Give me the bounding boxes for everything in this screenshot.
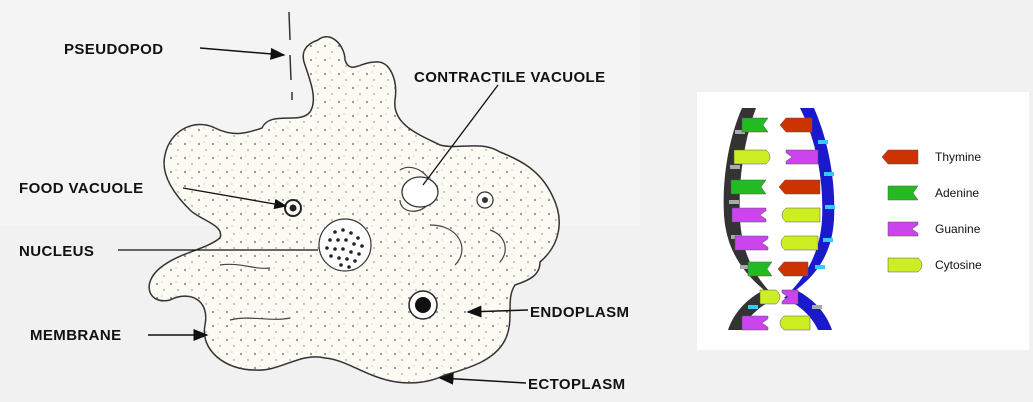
label-endoplasm: ENDOPLASM (530, 304, 629, 321)
dna-base-cytosine (782, 208, 820, 222)
label-membrane: MEMBRANE (30, 327, 122, 344)
dna-base-cytosine (781, 236, 818, 250)
dna-base-thymine (779, 180, 820, 194)
legend-label-cytosine: Cytosine (935, 258, 982, 272)
legend-swatch-cytosine (888, 258, 922, 272)
dna-base-cytosine (780, 316, 810, 330)
label-pseudopod: PSEUDOPOD (64, 41, 163, 58)
label-contractile-vacuole: CONTRACTILE VACUOLE (414, 69, 605, 86)
dna-base-thymine (778, 262, 808, 276)
food-particle (415, 297, 431, 313)
label-ectoplasm: ECTOPLASM (528, 376, 626, 393)
dna-base-cytosine (734, 150, 770, 164)
dna-base-cytosine (760, 290, 780, 304)
food-particle (482, 197, 488, 203)
dna-base-adenine (731, 180, 766, 194)
label-nucleus: NUCLEUS (19, 243, 94, 260)
legend-label-adenine: Adenine (935, 186, 979, 200)
contractile-vacuole (402, 177, 438, 207)
food-particle (290, 205, 297, 212)
legend-swatch-thymine (882, 150, 918, 164)
legend-label-guanine: Guanine (935, 222, 981, 236)
label-food-vacuole: FOOD VACUOLE (19, 180, 144, 197)
dna-base-thymine (780, 118, 812, 132)
legend-label-thymine: Thymine (935, 150, 981, 164)
